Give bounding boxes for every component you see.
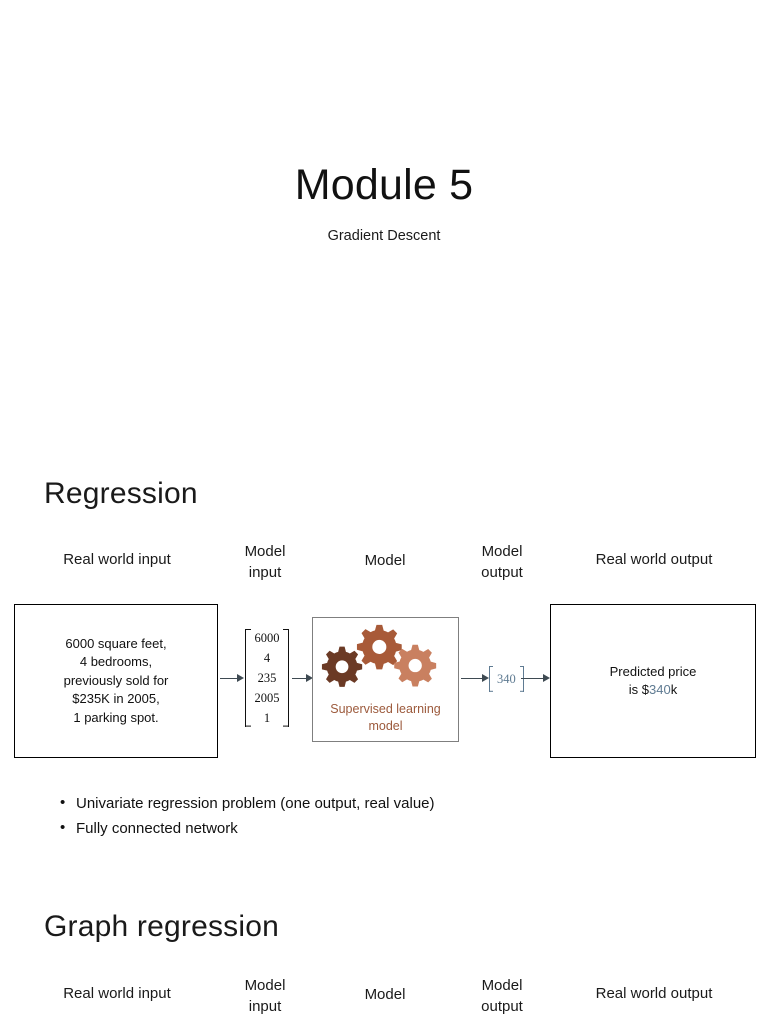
model-caption: Supervised learning model: [313, 701, 458, 735]
arrow-head: [306, 674, 313, 682]
vector-value-4: 2005: [254, 690, 280, 705]
output-box-text: Predicted price is $340k: [610, 663, 697, 700]
input-line-4: $235K in 2005,: [72, 691, 160, 707]
model-box: Supervised learning model: [312, 617, 459, 742]
arrow-scalar-to-output-box: [521, 674, 550, 683]
arrow-head: [543, 674, 550, 682]
page-subtitle: Gradient Descent: [327, 228, 441, 244]
output-price-suffix: k: [670, 682, 678, 697]
arrow-model-to-output-scalar: [461, 674, 489, 683]
output-line-1: Predicted price: [609, 663, 697, 679]
output-price-prefix: is $: [628, 682, 650, 697]
vector-value-1: 6000: [254, 631, 280, 645]
vector-value-3: 235: [257, 670, 277, 685]
vector-value-2: 4: [263, 650, 271, 665]
bracket-left-icon: [489, 666, 494, 692]
input-line-1: 6000 square feet,: [65, 635, 167, 651]
bullet-item: Univariate regression problem (one outpu…: [58, 791, 718, 815]
bracket-left-icon: [245, 629, 251, 727]
model-caption-line-1: Supervised learning: [330, 702, 441, 717]
input-box-text: 6000 square feet, 4 bedrooms, previously…: [64, 635, 169, 727]
section-heading-regression: Regression: [44, 477, 198, 510]
arrow-head: [237, 674, 244, 682]
model-input-vector: 6000 4 235 2005 1: [245, 629, 289, 727]
real-world-input-box: 6000 square feet, 4 bedrooms, previously…: [14, 604, 218, 758]
model-output-value: 340: [497, 671, 516, 686]
model-output-scalar: 340: [489, 666, 524, 692]
label-model: Model: [364, 986, 406, 1003]
arrow-shaft: [220, 678, 238, 680]
page-title: Module 5: [294, 161, 474, 209]
input-line-3: previously sold for: [63, 672, 169, 688]
bullet-item: Fully connected network: [58, 816, 718, 840]
bracket-right-icon: [283, 629, 289, 727]
label-real-world-input: Real world input: [63, 551, 171, 568]
vector-value-5: 1: [263, 710, 271, 725]
arrow-head: [482, 674, 489, 682]
arrow-shaft: [461, 678, 483, 680]
model-caption-line-2: model: [368, 719, 403, 734]
label-real-world-output: Real world output: [595, 985, 713, 1002]
arrow-input-to-vector: [220, 674, 244, 683]
arrow-shaft: [292, 678, 307, 680]
label-real-world-input: Real world input: [63, 985, 171, 1002]
output-price-value: 340: [649, 682, 671, 697]
label-real-world-output: Real world output: [595, 551, 713, 568]
input-line-2: 4 bedrooms,: [79, 654, 153, 670]
arrow-shaft: [521, 678, 544, 680]
regression-bullet-list: Univariate regression problem (one outpu…: [58, 791, 718, 843]
output-line-2: is $340k: [610, 681, 697, 699]
vector-values: 6000 4 235 2005 1: [250, 629, 284, 727]
real-world-output-box: Predicted price is $340k: [550, 604, 756, 758]
arrow-vector-to-model: [292, 674, 313, 683]
gears-icon: [321, 624, 437, 687]
section-heading-graph-regression: Graph regression: [44, 910, 279, 943]
label-model: Model: [364, 552, 406, 569]
input-line-5: 1 parking spot.: [73, 709, 159, 725]
